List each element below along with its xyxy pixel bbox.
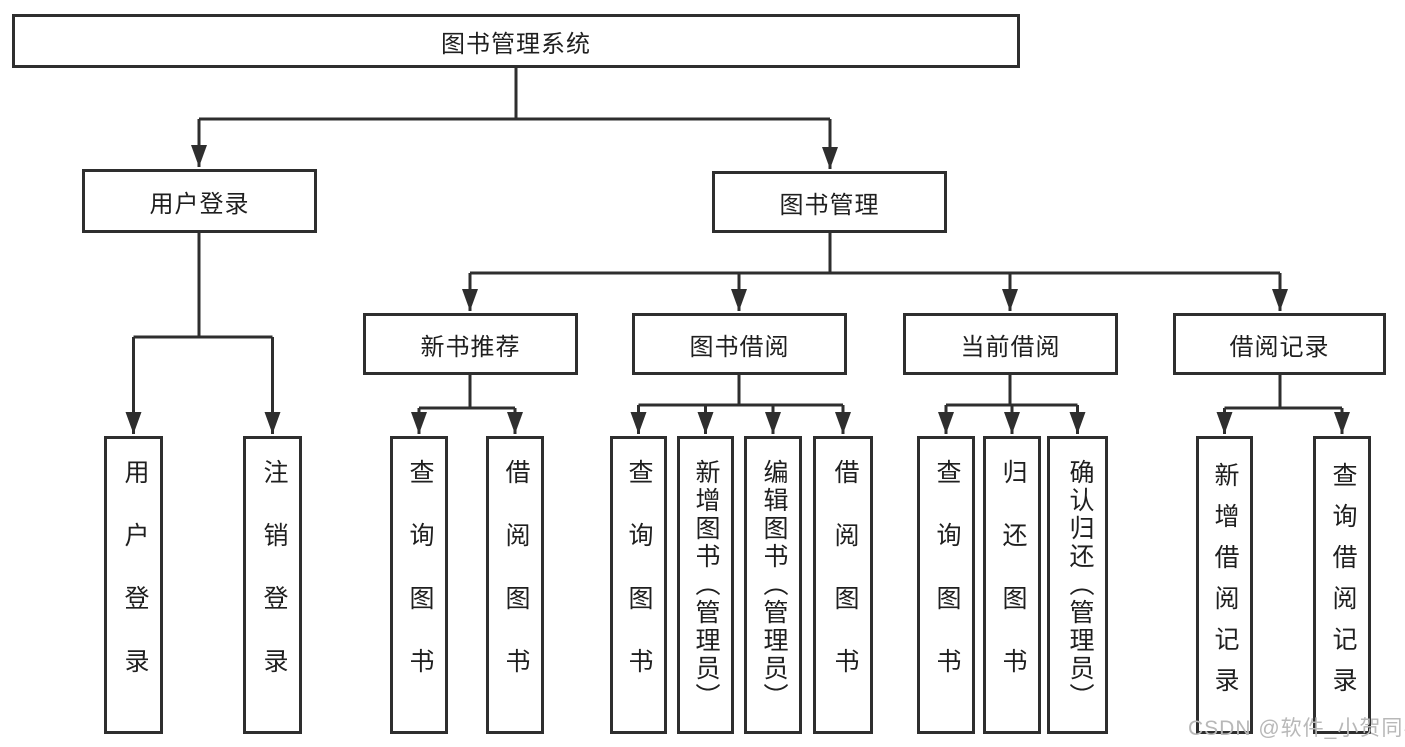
connector-book-borrow	[638, 375, 843, 407]
connector-borrow-records	[1224, 375, 1342, 410]
leaf-query-book-2: 查询图书	[610, 436, 667, 734]
node-new-book-recommend: 新书推荐	[363, 313, 578, 375]
node-book-borrow: 图书借阅	[632, 313, 847, 375]
connector-user-login	[133, 233, 273, 339]
node-user-login: 用户登录	[82, 169, 317, 233]
leaf-add-book-admin: 新增图书（管理员）	[677, 436, 734, 734]
leaf-query-borrow-record: 查询借阅记录	[1313, 436, 1371, 734]
leaf-logout: 注销登录	[243, 436, 302, 734]
leaf-confirm-return-admin: 确认归还（管理员）	[1047, 436, 1108, 734]
leaf-add-borrow-record: 新增借阅记录	[1196, 436, 1253, 734]
node-current-borrow: 当前借阅	[903, 313, 1118, 375]
connector-book-management	[470, 233, 1280, 275]
leaf-borrow-book-2: 借阅图书	[813, 436, 873, 734]
node-book-management: 图书管理	[712, 171, 947, 233]
leaf-borrow-book-1: 借阅图书	[486, 436, 544, 734]
connector-current-borrow	[946, 375, 1078, 407]
csdn-watermark: CSDN @软件_小贺同学	[1188, 717, 1405, 740]
connector-new-book	[419, 375, 515, 410]
leaf-edit-book-admin: 编辑图书（管理员）	[744, 436, 802, 734]
leaf-query-book-3: 查询图书	[917, 436, 975, 734]
connector-root	[199, 68, 830, 121]
leaf-user-login: 用户登录	[104, 436, 163, 734]
leaf-query-book-1: 查询图书	[390, 436, 448, 734]
node-library-system: 图书管理系统	[12, 14, 1020, 68]
node-borrow-records: 借阅记录	[1173, 313, 1386, 375]
leaf-return-book: 归还图书	[983, 436, 1041, 734]
